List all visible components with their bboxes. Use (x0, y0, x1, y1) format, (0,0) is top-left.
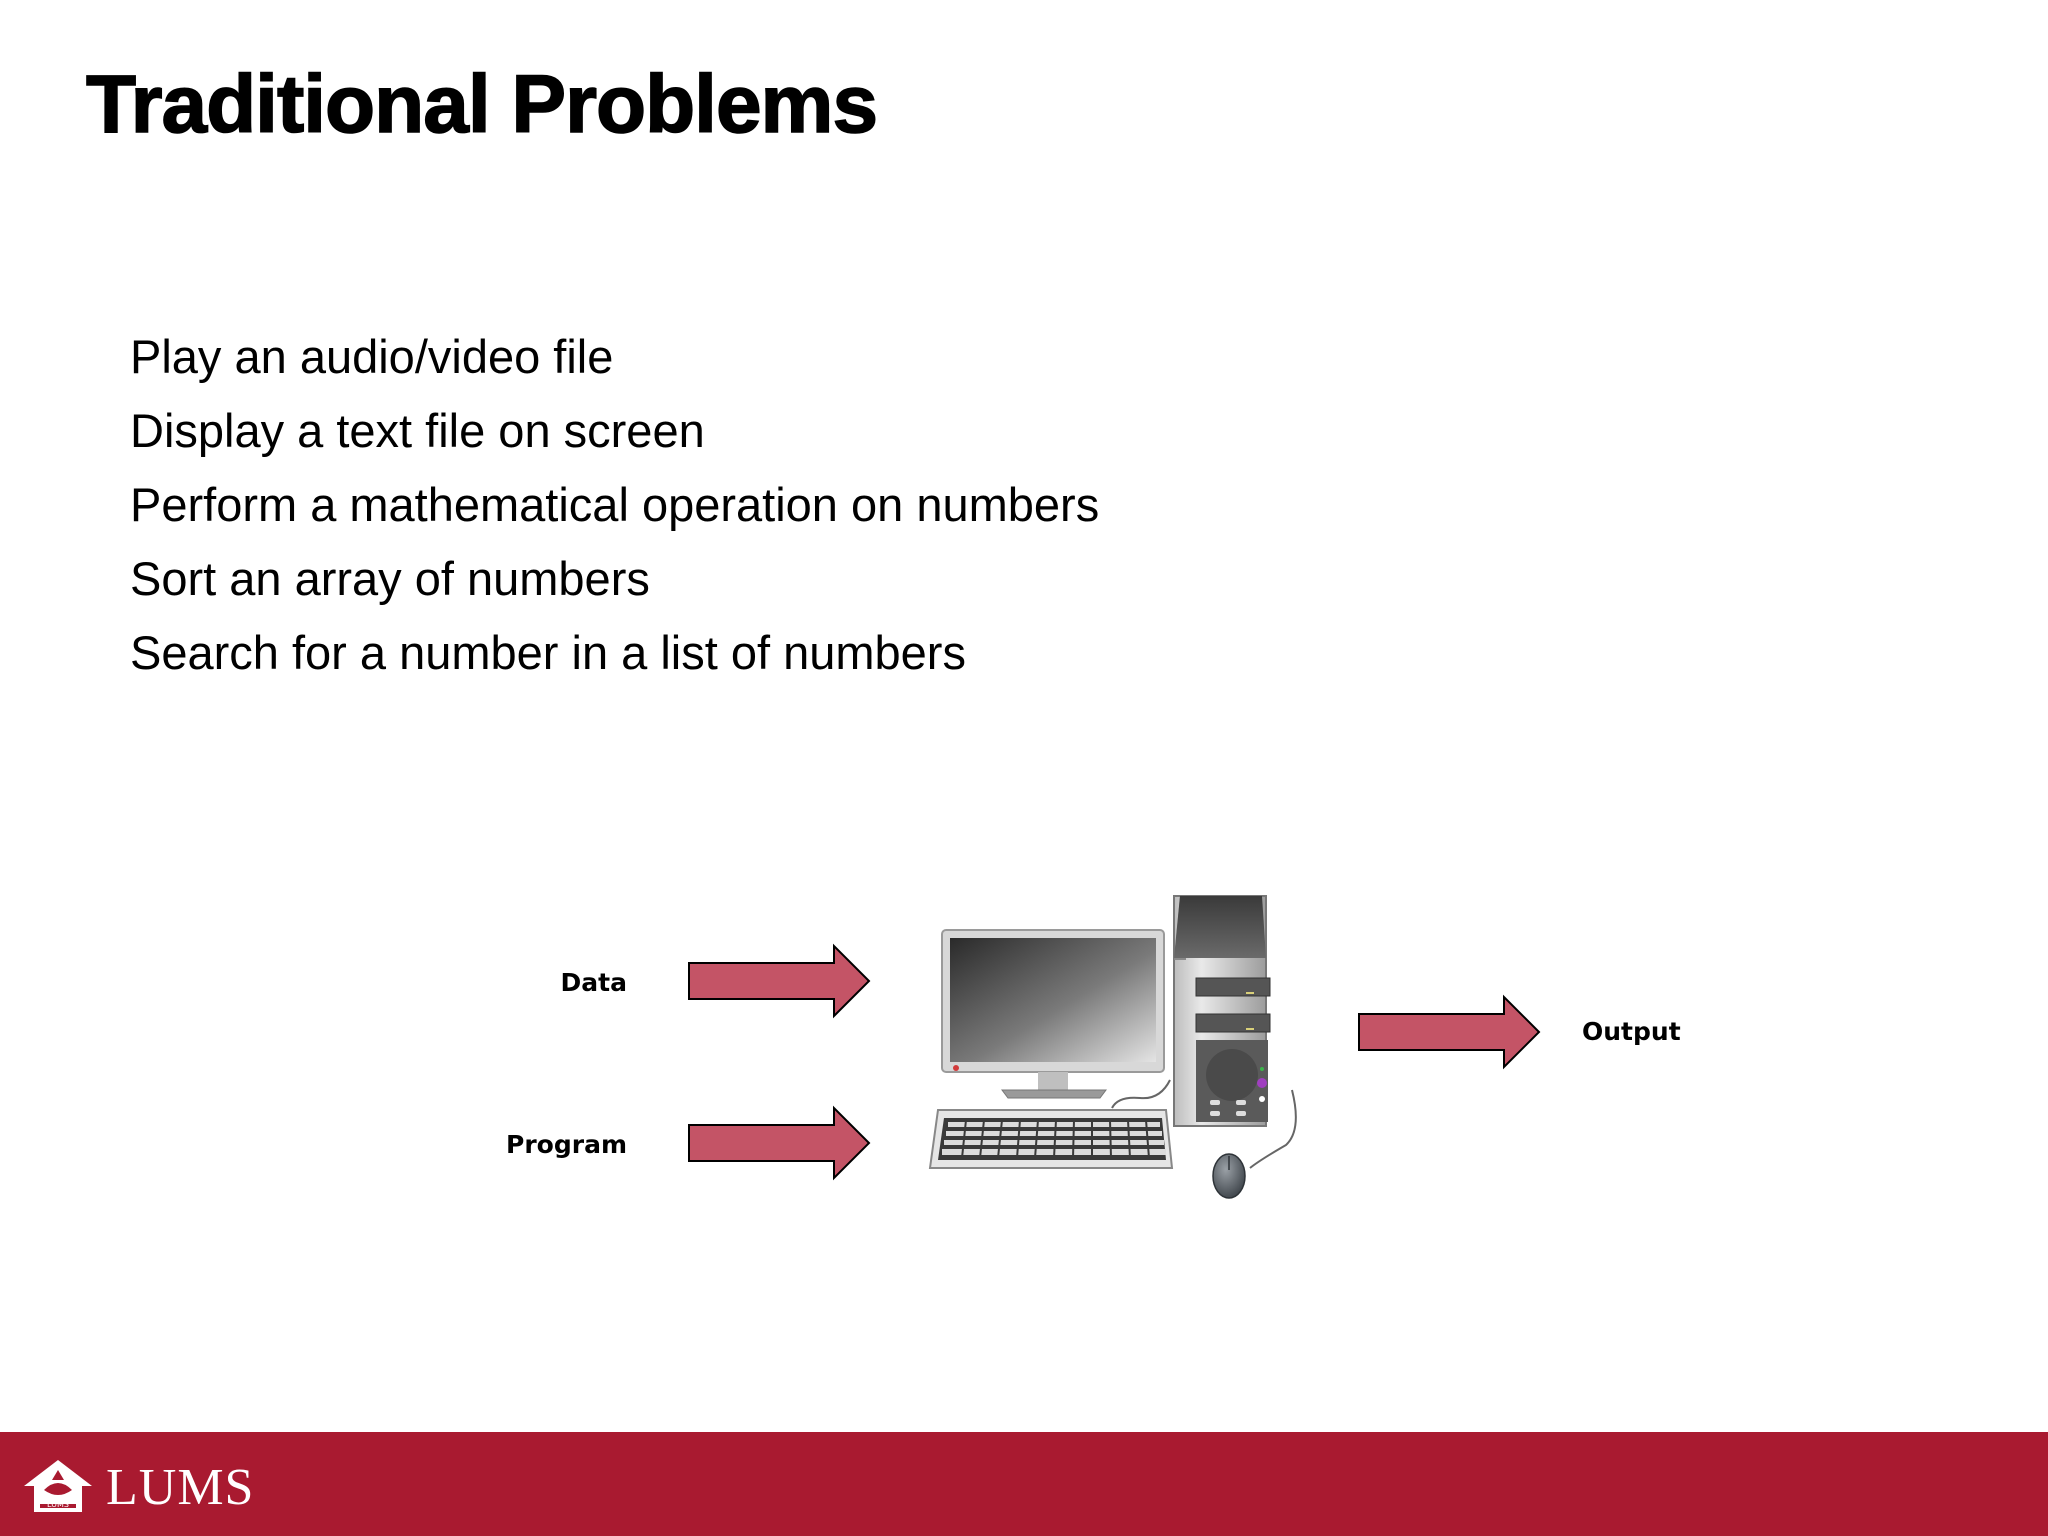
data-label: Data (561, 968, 627, 997)
bullet-item: Search for a number in a list of numbers (130, 626, 966, 679)
lums-wordmark: LUMS (106, 1458, 255, 1516)
input-output-diagram: Data Program Output (506, 895, 1681, 1199)
bullet-item: Perform a mathematical operation on numb… (130, 478, 1100, 531)
output-arrow (1358, 994, 1541, 1070)
bullet-item: Display a text file on screen (130, 404, 705, 457)
bullet-list: Play an audio/video file Display a text … (130, 320, 1099, 690)
lums-logo: LUMS LUMS (20, 1456, 254, 1518)
desktop-computer-icon (928, 895, 1297, 1199)
program-label: Program (506, 1130, 627, 1159)
footer-bar (0, 1432, 2048, 1536)
bullet-item: Sort an array of numbers (130, 552, 650, 605)
seal-text: LUMS (47, 1500, 69, 1509)
lums-seal-icon: LUMS (24, 1460, 92, 1512)
data-arrow (688, 943, 871, 1019)
slide-title: Traditional Problems (85, 59, 879, 150)
bullet-item: Play an audio/video file (130, 330, 614, 383)
program-arrow (688, 1105, 871, 1181)
output-label: Output (1582, 1017, 1681, 1046)
